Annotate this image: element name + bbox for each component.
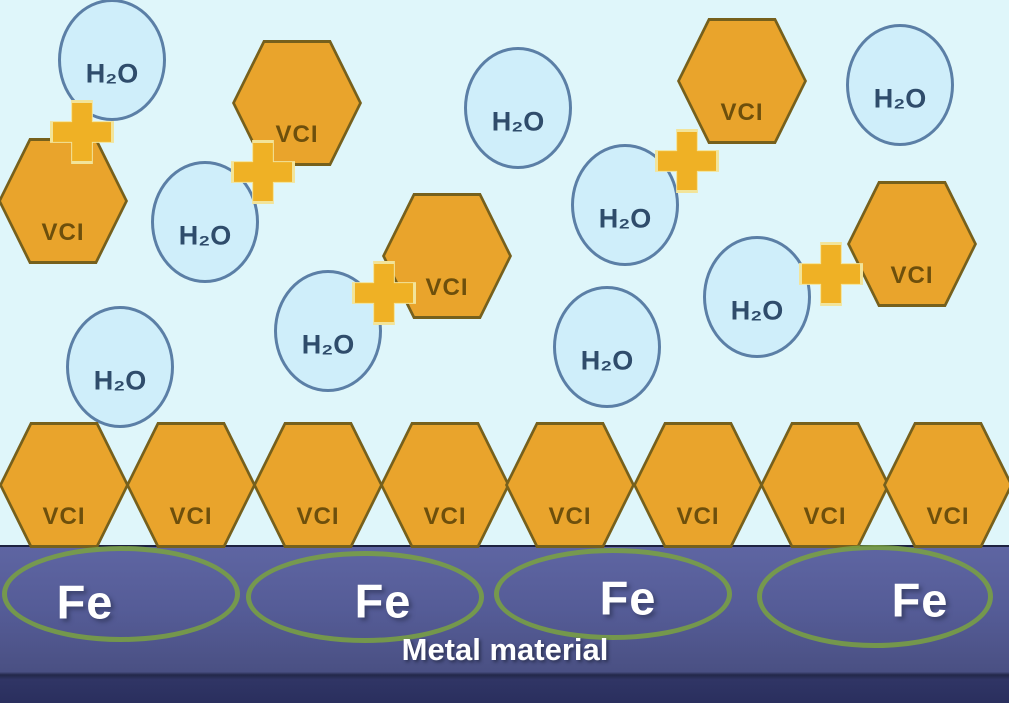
- vci-label: VCI: [676, 502, 720, 530]
- vci-molecule: VCI: [232, 40, 362, 166]
- hexagon-fill: [129, 425, 253, 545]
- vci-label: VCI: [926, 502, 970, 530]
- fe-ring: [246, 551, 484, 643]
- hexagon-fill: [2, 425, 126, 545]
- hexagon-fill: [886, 425, 1009, 545]
- fe-label: Fe: [599, 571, 657, 625]
- hexagon-fill: [680, 21, 804, 141]
- vci-surface-molecule: VCI: [633, 422, 763, 548]
- water-molecule: H₂O: [464, 47, 572, 169]
- fe-label: Fe: [56, 575, 114, 629]
- water-label: H₂O: [491, 106, 545, 137]
- water-molecule: H₂O: [703, 236, 811, 358]
- fe-ring: [494, 548, 732, 640]
- vci-surface-molecule: VCI: [505, 422, 635, 548]
- vci-molecule: VCI: [677, 18, 807, 144]
- vci-surface-molecule: VCI: [883, 422, 1009, 548]
- vci-surface-molecule: VCI: [126, 422, 256, 548]
- vci-label: VCI: [548, 502, 592, 530]
- vci-surface-molecule: VCI: [253, 422, 383, 548]
- vci-molecule: VCI: [0, 138, 128, 264]
- vci-label: VCI: [890, 261, 934, 289]
- hexagon-fill: [1, 141, 125, 261]
- vci-label: VCI: [425, 273, 469, 301]
- water-molecule: H₂O: [66, 306, 174, 428]
- vci-label: VCI: [275, 120, 319, 148]
- vci-surface-molecule: VCI: [760, 422, 890, 548]
- water-label: H₂O: [85, 58, 139, 89]
- vci-surface-molecule: VCI: [380, 422, 510, 548]
- vci-surface-molecule: VCI: [0, 422, 129, 548]
- metal-caption: Metal material: [401, 632, 609, 667]
- vci-label: VCI: [720, 98, 764, 126]
- fe-ring: [2, 546, 240, 642]
- hexagon-fill: [763, 425, 887, 545]
- water-label: H₂O: [873, 83, 927, 114]
- water-label: H₂O: [301, 329, 355, 360]
- fe-ring: [757, 545, 993, 648]
- vci-label: VCI: [169, 502, 213, 530]
- hexagon-fill: [508, 425, 632, 545]
- fe-label: Fe: [354, 574, 412, 628]
- vci-molecule: VCI: [847, 181, 977, 307]
- water-label: H₂O: [580, 345, 634, 376]
- vci-label: VCI: [42, 502, 86, 530]
- water-label: H₂O: [178, 220, 232, 251]
- water-molecule: H₂O: [846, 24, 954, 146]
- hexagon-fill: [850, 184, 974, 304]
- vci-label: VCI: [803, 502, 847, 530]
- hexagon-fill: [256, 425, 380, 545]
- water-molecule: H₂O: [553, 286, 661, 408]
- fe-label: Fe: [891, 573, 949, 627]
- vci-label: VCI: [296, 502, 340, 530]
- hexagon-fill: [383, 425, 507, 545]
- vci-label: VCI: [423, 502, 467, 530]
- water-label: H₂O: [598, 203, 652, 234]
- water-label: H₂O: [730, 295, 784, 326]
- water-label: H₂O: [93, 365, 147, 396]
- hexagon-fill: [636, 425, 760, 545]
- vci-label: VCI: [41, 218, 85, 246]
